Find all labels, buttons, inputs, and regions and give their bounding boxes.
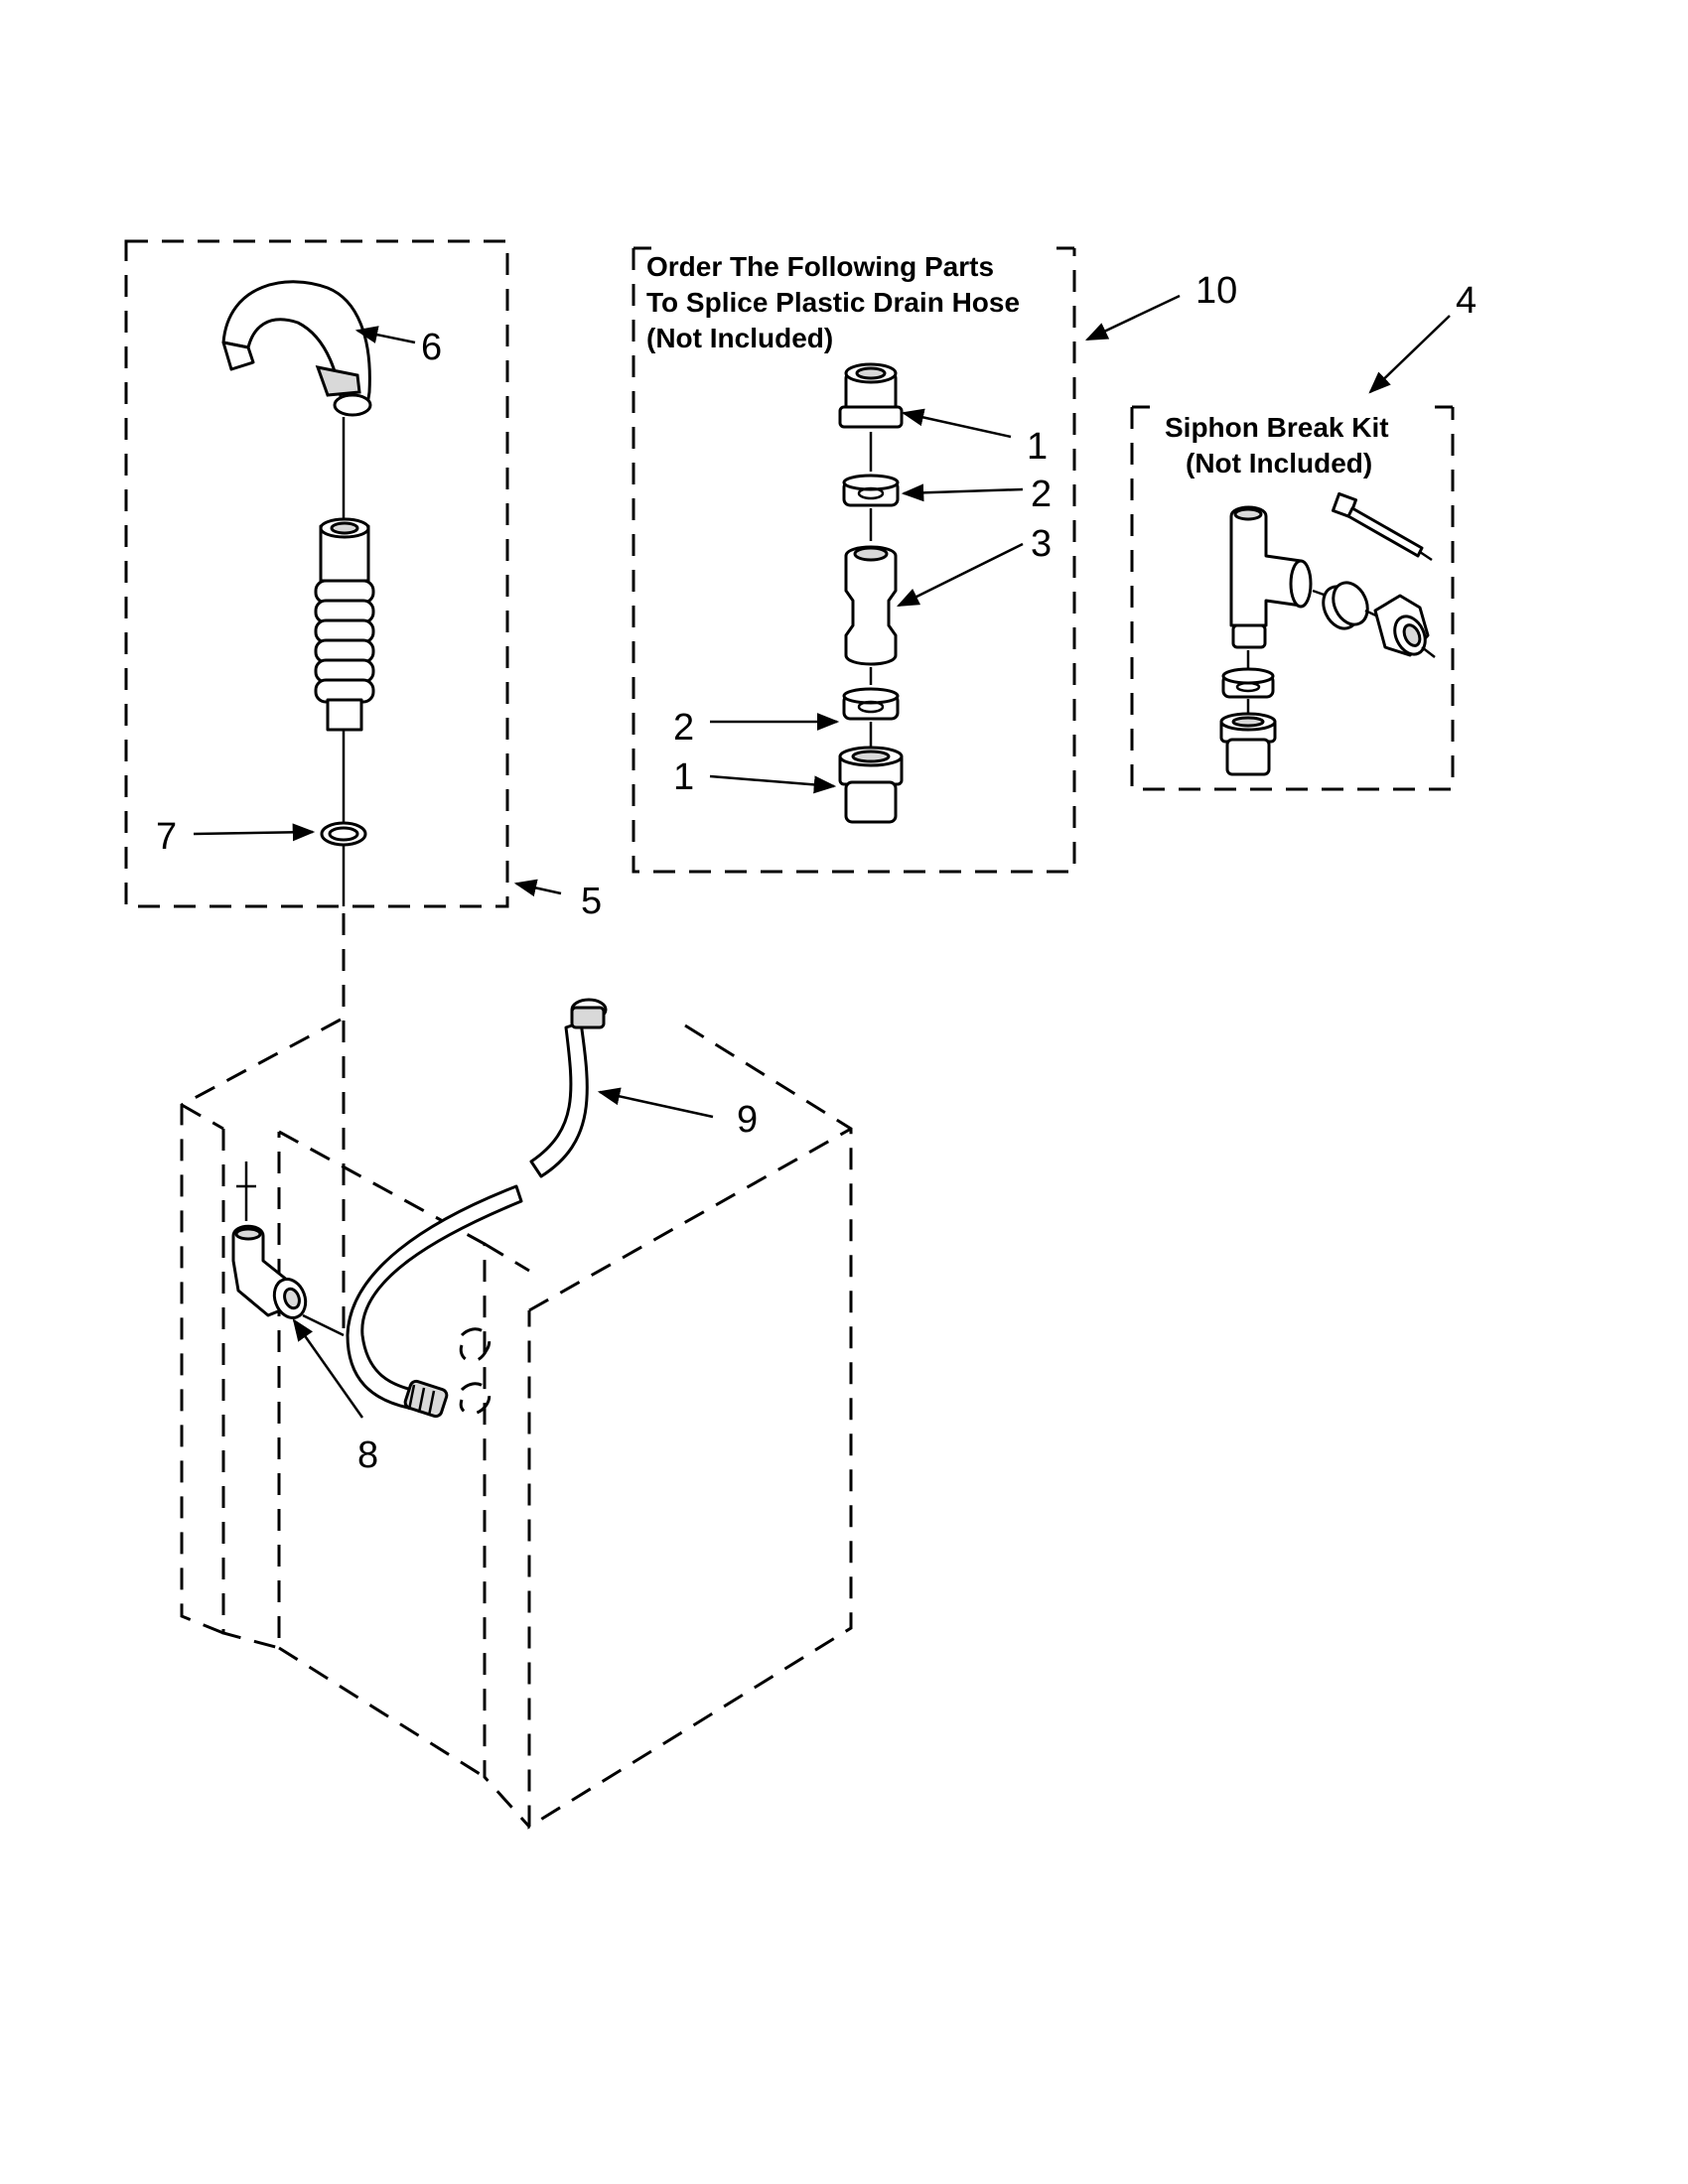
part-2-top-clamp [842,474,900,507]
siphon-kit-title-line-1: Siphon Break Kit [1165,412,1389,443]
callout-5: 5 [581,881,602,922]
callout-2-top: 2 [1031,474,1052,515]
part-2-bottom-clamp [842,687,900,721]
splice-kit-title-line-2: To Splice Plastic Drain Hose [646,287,1020,318]
siphon-clamp-bottom [1221,667,1275,699]
part-7-clamp [320,821,367,906]
part-6-hose-guide [221,280,372,417]
callout-1-bottom: 1 [673,756,694,798]
splice-kit-title-line-1: Order The Following Parts [646,251,994,282]
splice-kit-title-line-3: (Not Included) [646,323,833,353]
callout-1-top: 1 [1027,426,1048,468]
siphon-adapter-bottom [1219,712,1277,776]
siphon-kit-title-line-2: (Not Included) [1186,448,1372,478]
callout-3: 3 [1031,523,1052,565]
washer-cabinet-outline [180,1018,853,1830]
siphon-cable-tie [1331,491,1433,562]
callout-2-bottom: 2 [673,707,694,749]
part-1-top-adapter [838,362,904,429]
splice-parts-box: Order The Following Parts To Splice Plas… [632,246,1076,874]
part-9-inlet-hose [346,998,608,1419]
part-8-drain-elbow [231,1161,345,1337]
siphon-break-kit-box: Siphon Break Kit (Not Included) [1130,405,1455,791]
callout-9: 9 [737,1099,758,1141]
siphon-tee [1229,505,1313,649]
siphon-kit-parts [1219,491,1436,776]
splice-parts-stack [838,362,904,824]
siphon-adapter-right [1373,594,1436,658]
part-1-bottom-adapter [838,746,904,824]
callout-10: 10 [1196,270,1237,312]
callout-7: 7 [156,816,177,858]
part-5-corrugated-hose [314,417,375,824]
part-3-coupler [844,545,898,666]
callout-6: 6 [421,327,442,368]
callout-4: 4 [1456,280,1477,322]
callout-8: 8 [357,1434,378,1476]
drain-hose-assembly-box [124,239,509,908]
siphon-clamp-right [1322,581,1369,630]
